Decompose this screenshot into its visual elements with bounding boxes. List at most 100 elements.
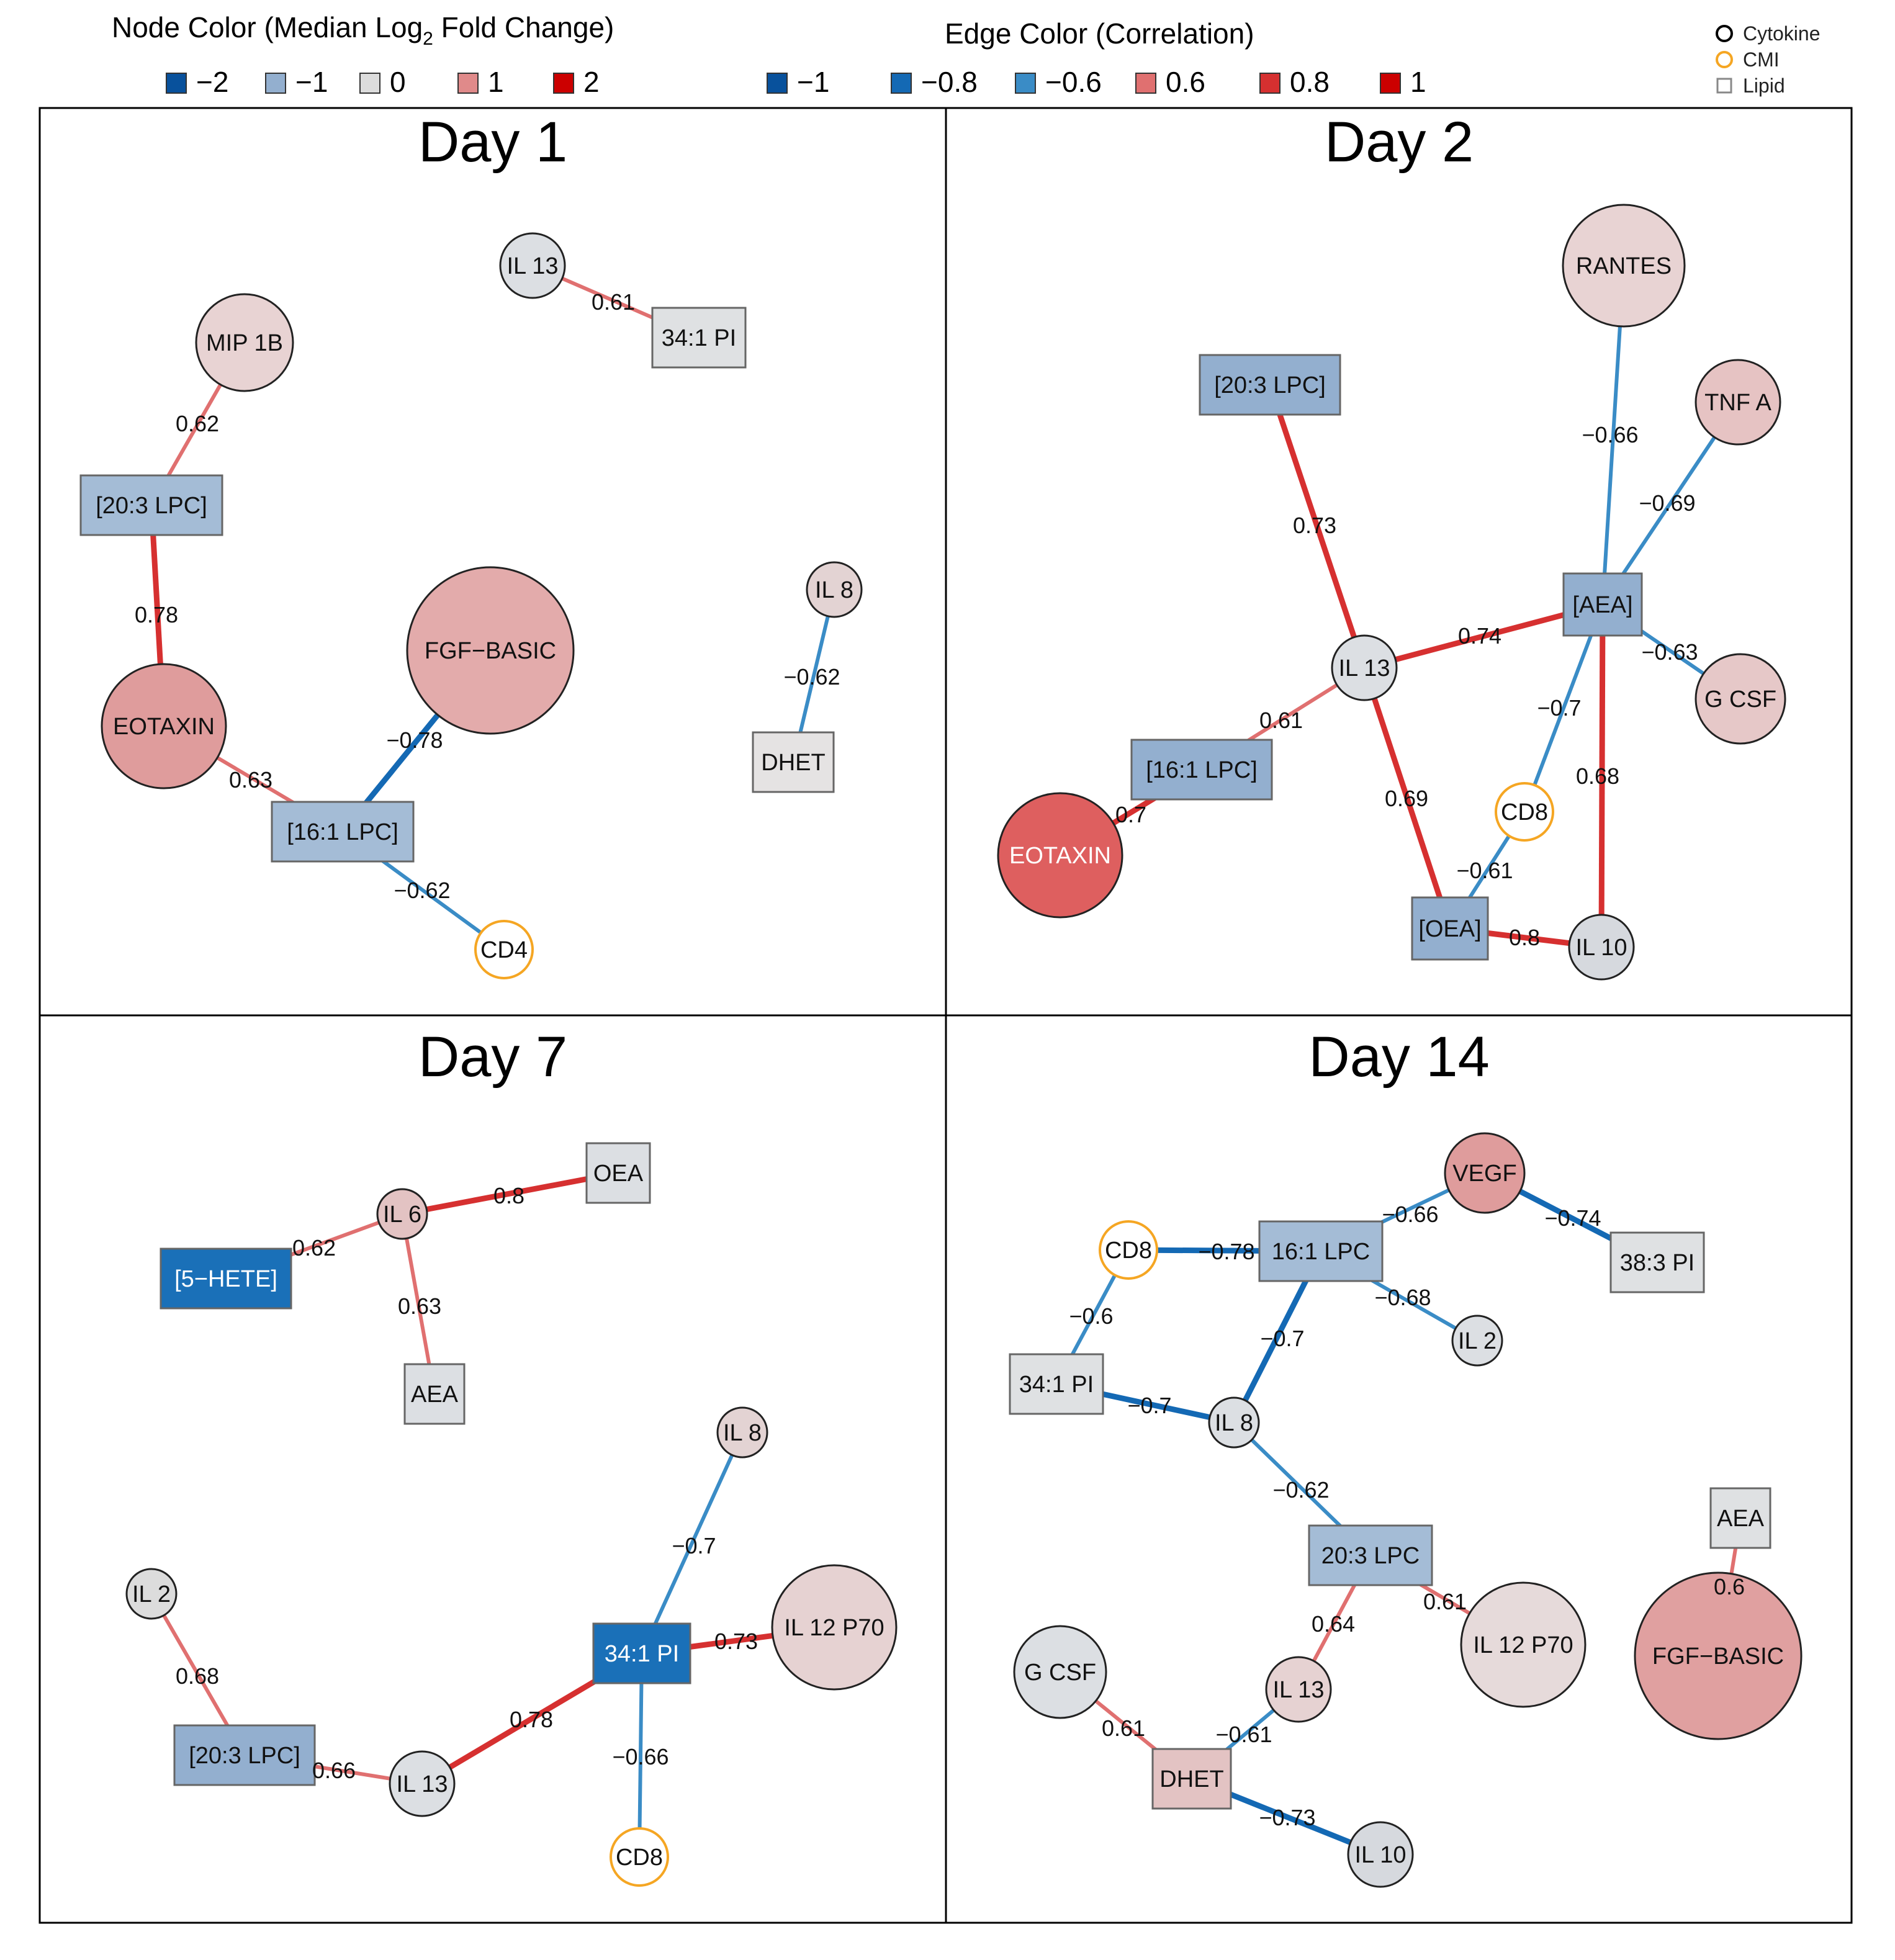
node-il13[interactable]: IL 13 <box>1265 1656 1332 1723</box>
node-dhet[interactable]: DHET <box>1151 1748 1232 1810</box>
node-lpc203[interactable]: [20:3 LPC] <box>1199 354 1341 416</box>
node-gcsf[interactable]: G CSF <box>1013 1625 1107 1719</box>
edge-label: −0.7 <box>1260 1326 1304 1351</box>
lipid-node-shape <box>1009 1353 1104 1415</box>
node-dhet[interactable]: DHET <box>752 731 835 793</box>
node-il8[interactable]: IL 8 <box>716 1406 768 1459</box>
node-label: IL 13 <box>506 253 558 279</box>
edge-label: 0.61 <box>1423 1589 1467 1614</box>
cytokine-node-shape <box>1695 359 1781 446</box>
cytokine-node-shape <box>376 1188 428 1240</box>
edge-label: 0.61 <box>592 289 635 315</box>
node-cd4[interactable]: CD4 <box>474 920 534 979</box>
node-label: [20:3 LPC] <box>189 1743 300 1769</box>
nodes: OEA IL 6 [5−HETE] AEA IL 8 IL 2 IL 12 P70 34:1 … <box>125 1142 898 1887</box>
node-color-legend-item: 2 <box>553 66 600 98</box>
edge-line <box>1361 667 1453 930</box>
edge-color-legend-item: −0.6 <box>1015 66 1102 98</box>
cmi-node-shape <box>1495 782 1554 842</box>
node-lpc161[interactable]: 16:1 LPC <box>1258 1220 1384 1282</box>
node-lpc161[interactable]: [16:1 LPC] <box>1130 739 1273 801</box>
panel-title: Day 1 <box>418 110 567 174</box>
node-cd8[interactable]: CD8 <box>610 1827 669 1887</box>
node-lpc203[interactable]: [20:3 LPC] <box>173 1724 316 1786</box>
node-il8[interactable]: IL 8 <box>1208 1396 1260 1449</box>
node-rantes[interactable]: RANTES <box>1562 204 1686 328</box>
node-oea[interactable]: [OEA] <box>1411 896 1489 961</box>
node-pi341[interactable]: 34:1 PI <box>651 307 747 369</box>
node-label: AEA <box>1717 1506 1765 1532</box>
edge-label: −0.7 <box>672 1533 716 1558</box>
node-label: OEA <box>593 1161 644 1187</box>
cmi-node-shape <box>1099 1220 1158 1280</box>
node-label: IL 8 <box>723 1420 762 1446</box>
edge-label: −0.62 <box>1272 1477 1329 1503</box>
node-fgf[interactable]: FGF−BASIC <box>1634 1571 1803 1740</box>
node-gcsf[interactable]: G CSF <box>1695 653 1786 745</box>
edge-line <box>640 1431 744 1655</box>
lipid-node-shape <box>1709 1487 1771 1549</box>
node-aea[interactable]: [AEA] <box>1562 572 1643 637</box>
node-aea[interactable]: AEA <box>403 1363 466 1425</box>
node-vegf[interactable]: VEGF <box>1444 1132 1526 1214</box>
node-cd8[interactable]: CD8 <box>1495 782 1554 842</box>
node-il2[interactable]: IL 2 <box>1451 1315 1503 1367</box>
node-color-legend-label: 0 <box>390 66 406 98</box>
edge-label: 0.69 <box>1385 786 1428 811</box>
edge-color-legend-label: −0.8 <box>921 66 978 98</box>
node-label: RANTES <box>1576 253 1672 279</box>
cytokine-node-shape <box>1460 1581 1587 1708</box>
lipid-node-shape <box>271 801 415 863</box>
node-fgf[interactable]: FGF−BASIC <box>406 566 575 735</box>
node-label: [20:3 LPC] <box>96 493 207 519</box>
edges <box>150 1170 835 1858</box>
node-il13[interactable]: IL 13 <box>389 1750 456 1817</box>
node-label: IL 6 <box>383 1202 421 1228</box>
node-pi341[interactable]: 34:1 PI <box>1009 1353 1104 1415</box>
node-color-legend-item: 1 <box>457 66 504 98</box>
node-il2[interactable]: IL 2 <box>125 1568 178 1620</box>
edge-line <box>1267 384 1367 669</box>
node-il13[interactable]: IL 13 <box>499 232 566 299</box>
node-label: [AEA] <box>1572 592 1632 618</box>
node-pi383[interactable]: 38:3 PI <box>1609 1231 1705 1293</box>
node-label: CD4 <box>480 937 528 963</box>
lipid-node-shape <box>1130 739 1273 801</box>
node-label: [16:1 LPC] <box>287 819 398 845</box>
panel-title: Day 14 <box>1308 1025 1490 1089</box>
node-hete[interactable]: [5−HETE] <box>160 1247 292 1310</box>
edge-labels: −0.78−0.66−0.74−0.68−0.6−0.7−0.7−0.620.6… <box>1069 1202 1745 1830</box>
shape-legend-item: Lipid <box>1716 74 1785 97</box>
edge-label: 0.62 <box>292 1235 336 1261</box>
edge-label: −0.66 <box>612 1744 668 1769</box>
node-il8[interactable]: IL 8 <box>806 561 863 618</box>
lipid-node-shape <box>1562 572 1643 637</box>
node-lpc203[interactable]: [20:3 LPC] <box>79 474 223 536</box>
node-il10[interactable]: IL 10 <box>1568 914 1635 981</box>
node-il13[interactable]: IL 13 <box>1331 634 1398 701</box>
node-il6[interactable]: IL 6 <box>376 1188 428 1240</box>
node-pi341[interactable]: 34:1 PI <box>592 1622 691 1684</box>
node-il12[interactable]: IL 12 P70 <box>1460 1581 1587 1708</box>
node-il10[interactable]: IL 10 <box>1347 1821 1414 1888</box>
edge-label: −0.62 <box>394 878 450 903</box>
node-tnfa[interactable]: TNF A <box>1695 359 1781 446</box>
node-label: IL 8 <box>1215 1410 1253 1436</box>
edge-label: 0.73 <box>1293 513 1336 538</box>
node-eotaxin[interactable]: EOTAXIN <box>997 792 1123 919</box>
edge-label: −0.69 <box>1639 490 1695 516</box>
node-label: CD8 <box>1105 1238 1152 1264</box>
node-oea[interactable]: OEA <box>585 1142 651 1204</box>
node-mip1b[interactable]: MIP 1B <box>195 293 294 392</box>
node-aea[interactable]: AEA <box>1709 1487 1771 1549</box>
edge-color-legend-item: −1 <box>767 66 829 98</box>
edge-label: 0.61 <box>1259 708 1303 733</box>
node-lpc203[interactable]: 20:3 LPC <box>1308 1524 1433 1586</box>
node-cd8[interactable]: CD8 <box>1099 1220 1158 1280</box>
node-lpc161[interactable]: [16:1 LPC] <box>271 801 415 863</box>
node-eotaxin[interactable]: EOTAXIN <box>101 663 227 789</box>
node-label: AEA <box>411 1382 459 1408</box>
node-il12[interactable]: IL 12 P70 <box>771 1564 898 1691</box>
nodes: IL 13 34:1 PI MIP 1B [20:3 LPC] FGF−BASIC EOT… <box>79 232 863 979</box>
